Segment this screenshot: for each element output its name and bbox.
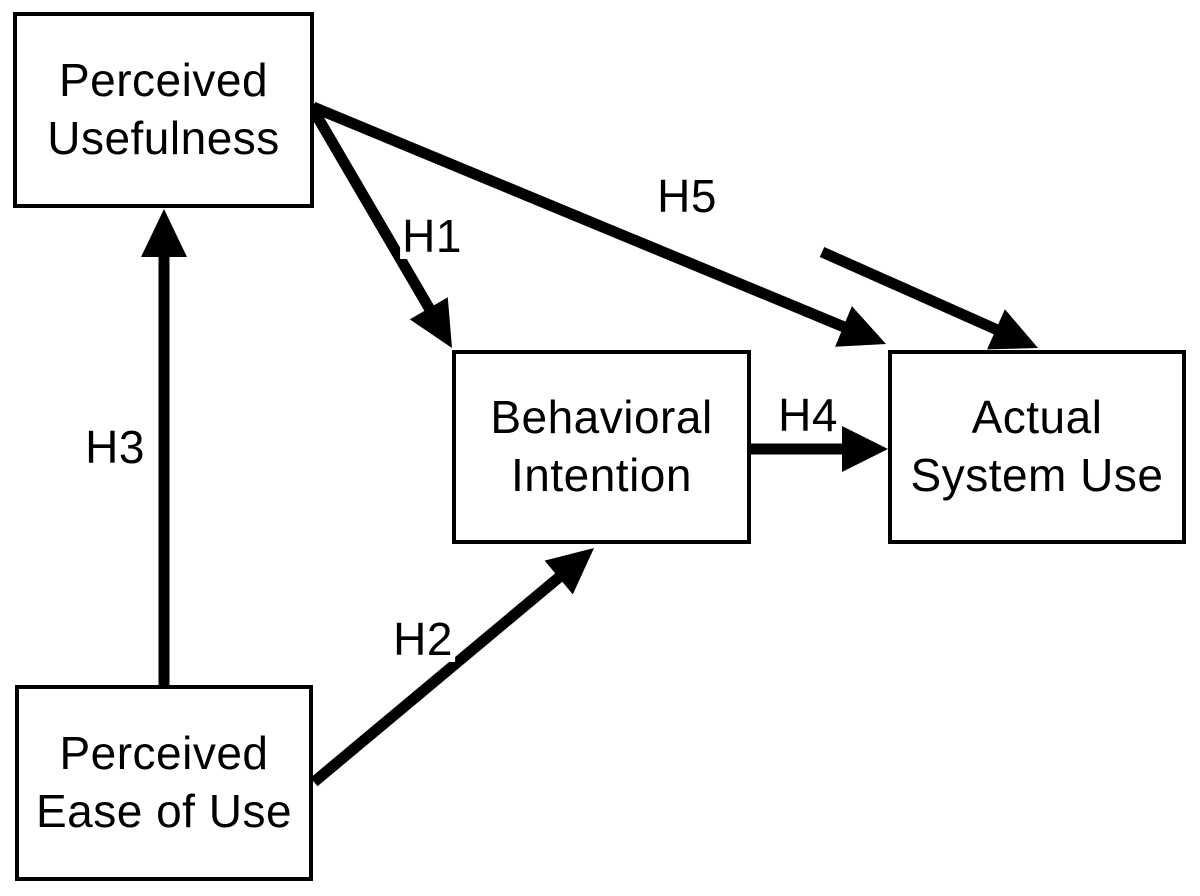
arrow-h5 (310, 101, 886, 347)
node-actual-system-use: Actual System Use (888, 350, 1186, 544)
arrow-h3 (141, 209, 187, 686)
edge-label-h1: H1 (400, 210, 464, 262)
edge-label-h5: H5 (655, 170, 719, 222)
node-perceived-ease-of-use-label: Perceived Ease of Use (35, 727, 293, 837)
arrow-h4 (750, 426, 888, 472)
node-behavioral-intention-label: Behavioral Intention (490, 391, 713, 501)
edge-label-h2: H2 (391, 613, 455, 665)
edge-label-h4: H4 (776, 389, 840, 441)
node-actual-system-use-label: Actual System Use (910, 391, 1164, 501)
node-perceived-usefulness-label: Perceived Usefulness (47, 54, 280, 164)
arrow-h1 (306, 103, 452, 348)
node-perceived-ease-of-use: Perceived Ease of Use (15, 685, 313, 881)
node-behavioral-intention: Behavioral Intention (452, 350, 751, 544)
arrow-h2 (310, 548, 594, 787)
edge-label-h3: H3 (83, 421, 147, 473)
node-perceived-usefulness: Perceived Usefulness (13, 12, 314, 208)
arrow-unlabeled-duplicate (819, 246, 1038, 350)
